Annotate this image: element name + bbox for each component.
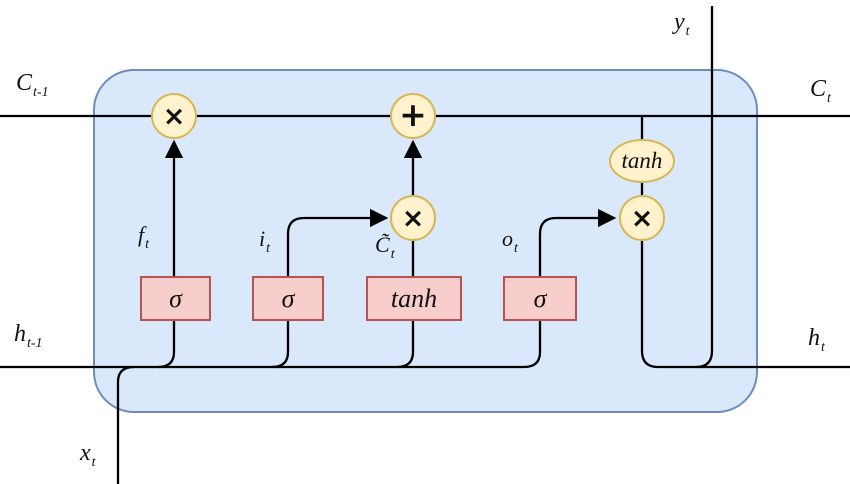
- forget-gate-box: [140, 276, 211, 321]
- add-node: [390, 93, 436, 139]
- cell-body: [93, 69, 758, 413]
- tanh-symbol: tanh: [621, 148, 663, 173]
- tanh-node: [609, 139, 675, 183]
- forget-multiply-symbol: ×: [162, 100, 186, 132]
- label-cell-state-out: Ct: [810, 76, 831, 106]
- hidden-out-wire: [640, 240, 850, 369]
- output-branch-wire: [695, 6, 714, 369]
- input-signal-wire: [286, 208, 389, 277]
- label-cell-state-in: Ct-1: [16, 70, 49, 100]
- candidate-tap: [396, 320, 415, 369]
- output-gate-symbol: σ: [533, 283, 547, 313]
- output-signal-wire: [538, 208, 617, 277]
- label-hidden-state-in: ht-1: [14, 321, 43, 351]
- label-hidden-state-out: ht: [808, 325, 825, 355]
- label-candidate-signal: C̃t: [375, 232, 395, 262]
- forget-gate-symbol: σ: [169, 283, 182, 313]
- input-multiply-symbol: ×: [401, 202, 425, 234]
- input-multiply-node: [390, 195, 436, 241]
- output-multiply-node: [619, 195, 665, 241]
- forget-gate-tap: [157, 320, 176, 369]
- candidate-layer-symbol: tanh: [390, 283, 438, 313]
- input-wire: [116, 365, 135, 484]
- add-symbol: +: [399, 94, 427, 134]
- hidden-state-wire: [0, 320, 542, 369]
- input-gate-box: [252, 276, 324, 321]
- label-output: yt: [674, 9, 690, 39]
- label-input-signal: it: [259, 226, 271, 256]
- output-multiply-symbol: ×: [630, 202, 654, 234]
- input-gate-symbol: σ: [281, 283, 295, 313]
- label-input: xt: [80, 440, 96, 470]
- input-gate-tap: [271, 320, 290, 369]
- forget-multiply-node: [151, 93, 197, 139]
- candidate-layer-box: [366, 276, 462, 321]
- output-gate-box: [503, 276, 577, 321]
- label-forget-signal: ft: [138, 222, 150, 252]
- label-output-signal: ot: [502, 226, 518, 256]
